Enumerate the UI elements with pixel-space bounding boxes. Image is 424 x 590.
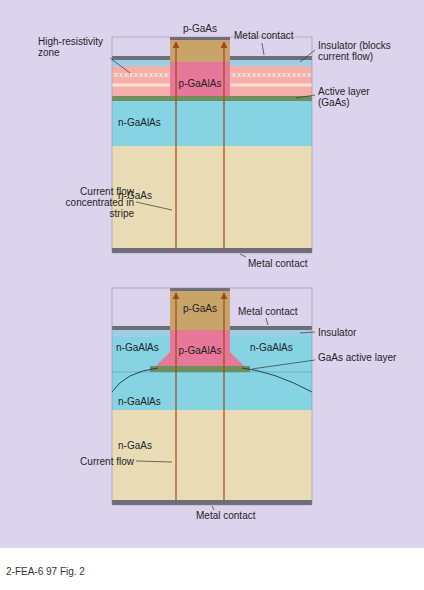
callout-label: Insulator (blocks current flow) [318, 40, 402, 62]
stripe-layer: p-GaAlAs [170, 73, 230, 91]
callout-label: Metal contact [248, 258, 307, 269]
layer-label: n-GaAlAs [118, 396, 165, 407]
layer-label: p-GaAs [170, 23, 230, 34]
callout-label: Active layer (GaAs) [318, 86, 402, 108]
mesa-layer: p-GaAlAs [170, 340, 230, 358]
callout-label: Metal contact [234, 30, 293, 41]
layer-label: p-GaAs [182, 303, 218, 314]
layer-label: n-GaAlAs [116, 342, 163, 353]
layer-label: p-GaAlAs [178, 78, 223, 89]
cap-layer: p-GaAs [170, 298, 230, 316]
substrate-band: n-GaAs [118, 440, 156, 451]
figure-caption: 2-FEA-6 97 Fig. 2 [6, 566, 85, 577]
layer-name: p-GaAs [170, 23, 230, 34]
leader-lines [136, 318, 315, 510]
layer-label: n-GaAlAs [250, 342, 297, 353]
side-layer: n-GaAlAs [116, 342, 163, 353]
callout-label: Metal contact [196, 510, 255, 521]
buried-laser [112, 288, 312, 505]
leader-lines [110, 43, 315, 257]
callout-label: High-resistivity zone [38, 36, 110, 58]
callout-label: GaAs active layer [318, 352, 402, 363]
side-layer: n-GaAlAs [250, 342, 297, 353]
layer-label: n-GaAlAs [118, 117, 165, 128]
stripe-laser [112, 37, 312, 253]
callout-label: Metal contact [238, 306, 297, 317]
callout-label: Insulator [318, 327, 356, 338]
layer-band: n-GaAlAs [118, 396, 165, 407]
layer-label: p-GaAlAs [178, 345, 223, 356]
callout-label: Current flow concentrated in stripe [44, 186, 134, 219]
caption-strip [0, 548, 424, 590]
layer-band: n-GaAlAs [118, 117, 165, 128]
layer-label: n-GaAs [118, 440, 156, 451]
callout-label: Current flow [44, 456, 134, 467]
